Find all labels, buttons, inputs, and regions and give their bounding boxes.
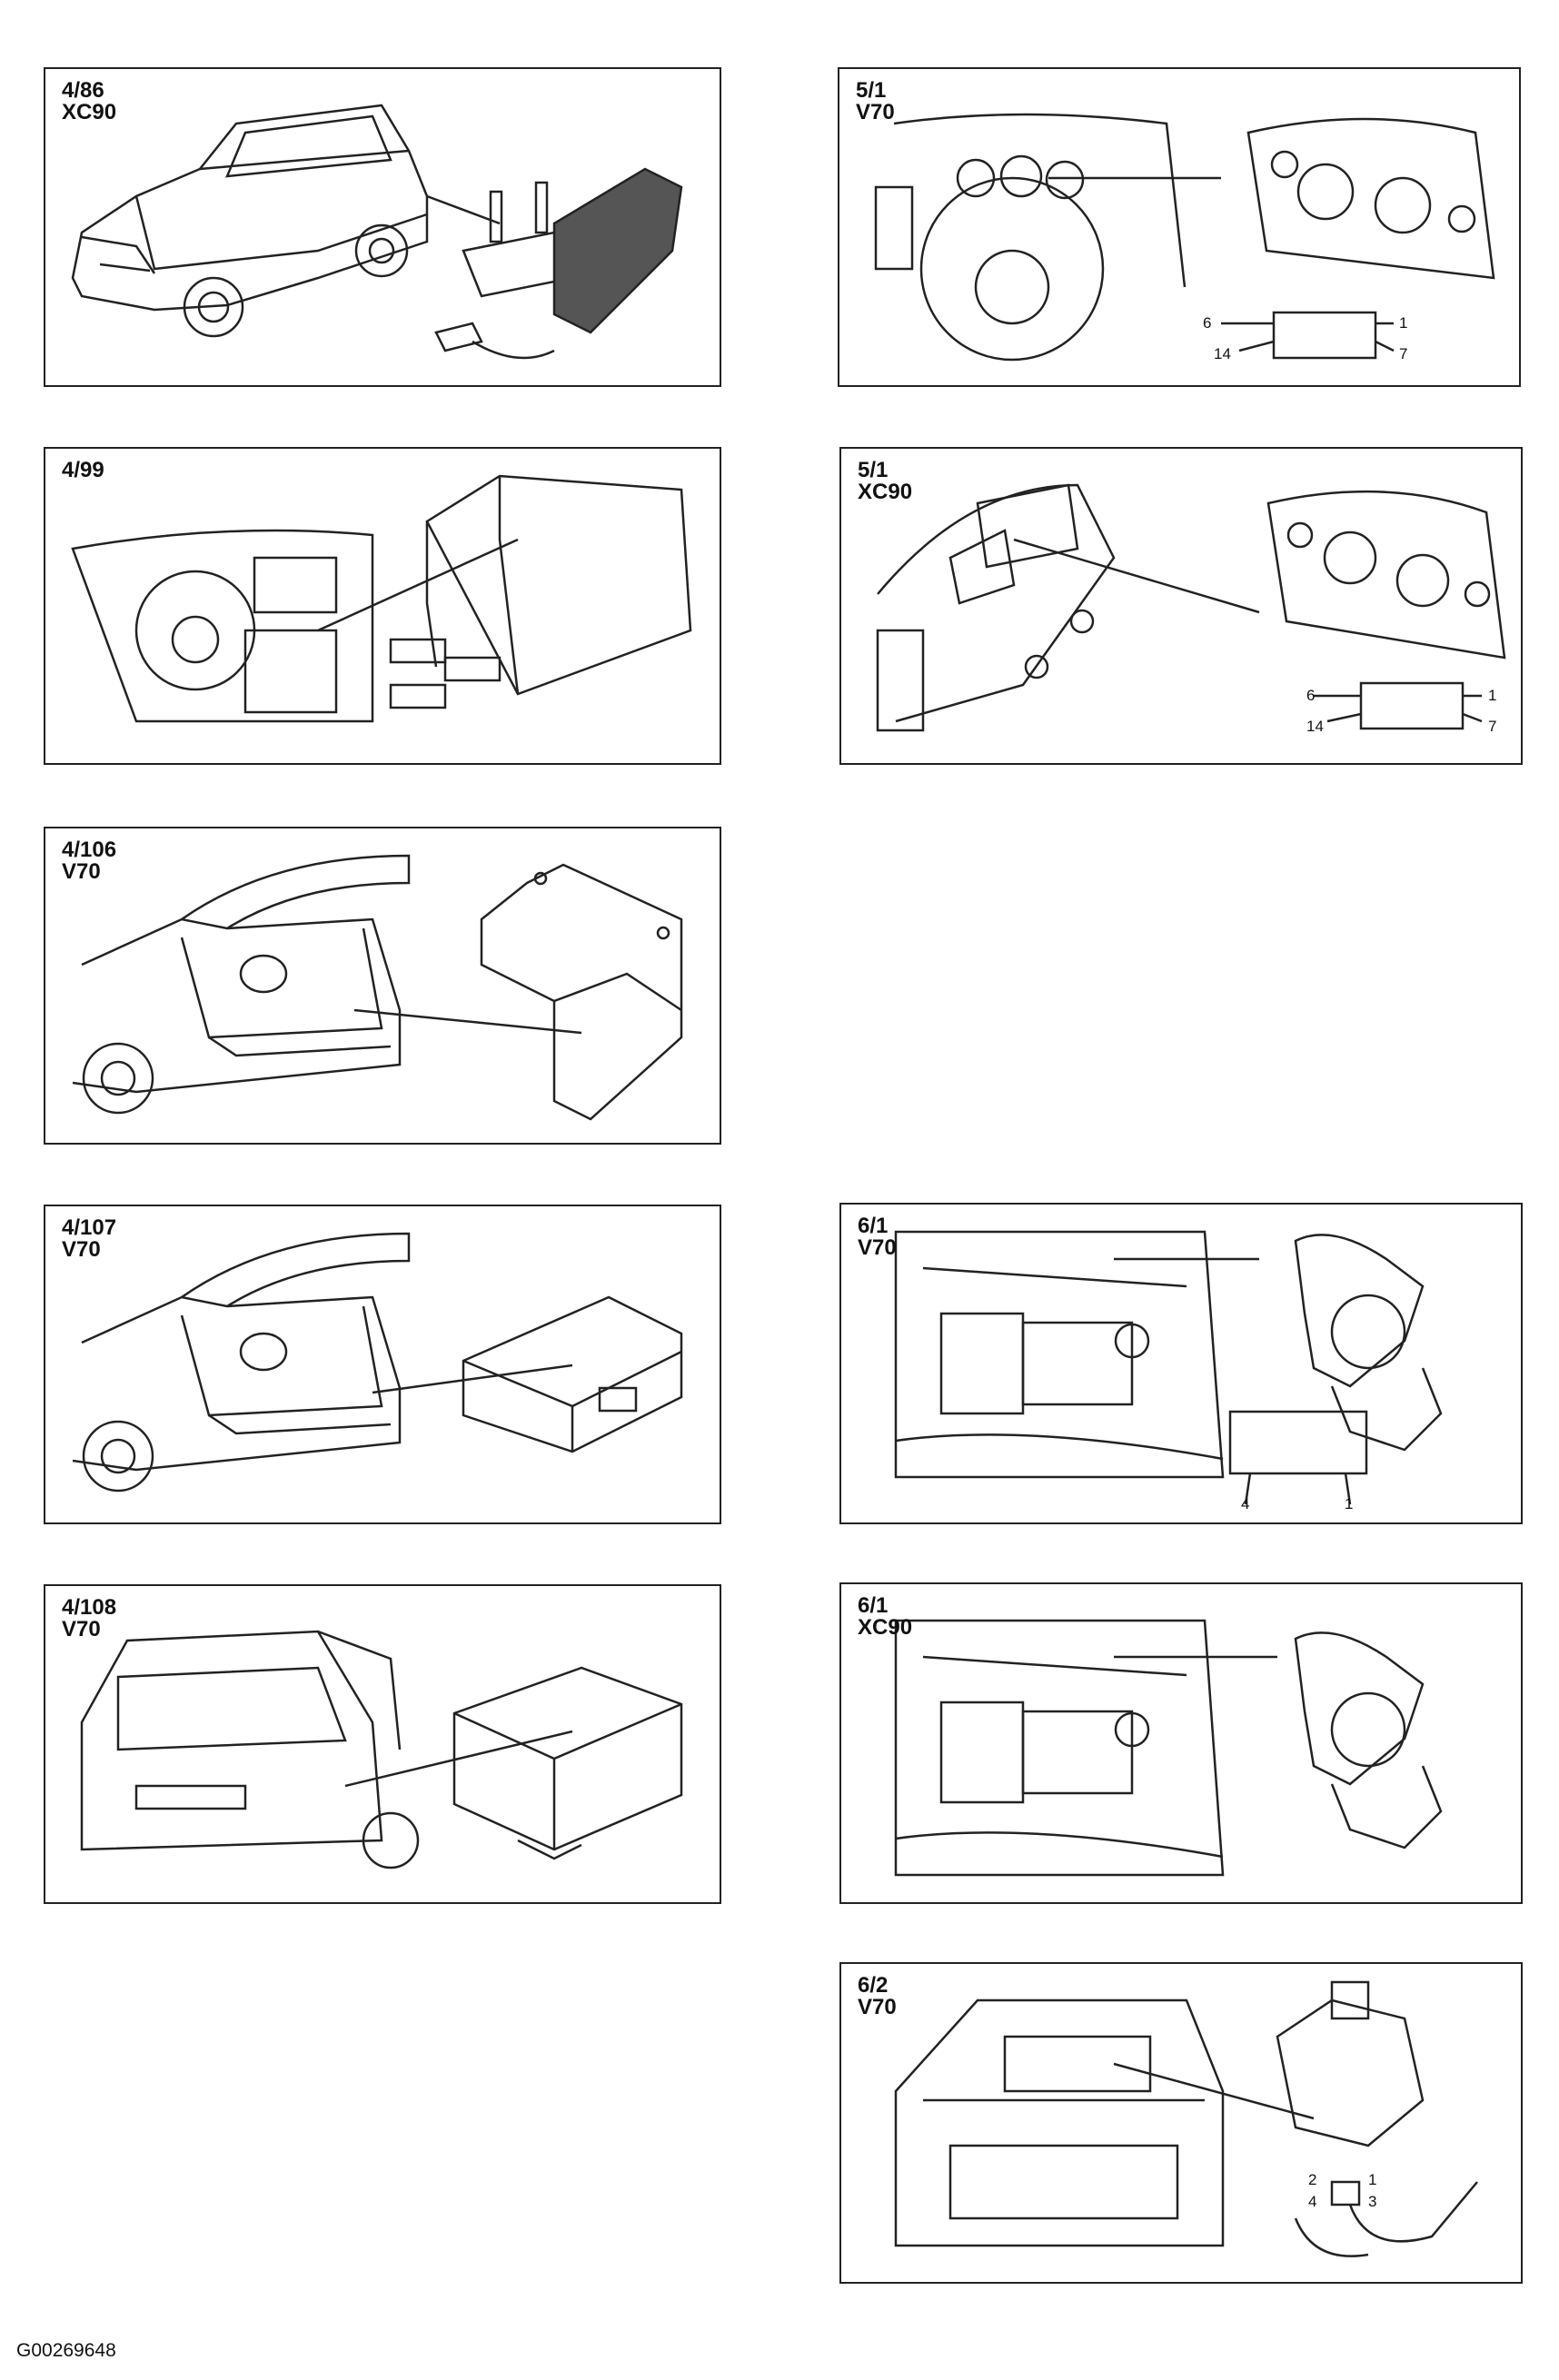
- connector-14pin: [1272, 311, 1377, 360]
- panel-4-86: 4/86 XC90: [44, 67, 721, 387]
- location-code: 6/1: [858, 1214, 889, 1238]
- panel-6-2: 6/2 V70 2 1 4 3: [839, 1962, 1523, 2284]
- rear-module-illustration: [80, 1630, 683, 1869]
- pin-label: 3: [1368, 2193, 1377, 2210]
- control-module: [452, 1666, 683, 1851]
- panel-label: 6/1 V70: [858, 1215, 897, 1259]
- steering-cluster-illustration: [874, 113, 1495, 362]
- dashboard: [71, 529, 374, 723]
- location-code: 6/2: [858, 1973, 889, 1998]
- panel-label: 5/1 V70: [856, 80, 895, 124]
- relay-box: [425, 474, 692, 696]
- cargo-module-illustration: [72, 1232, 683, 1492]
- pin-label: 7: [1488, 718, 1497, 735]
- location-code: 4/107: [62, 1215, 117, 1240]
- location-code: 6/1: [858, 1593, 889, 1618]
- mounting-bracket: [480, 863, 683, 1121]
- engine-wiper-motor-illustration: [894, 1230, 1443, 1505]
- model-name: XC90: [858, 480, 913, 504]
- front-wheel: [183, 276, 244, 338]
- model-name: XC90: [858, 1615, 913, 1640]
- panel-label: 4/108 V70: [62, 1597, 116, 1641]
- suv-relay-illustration: [71, 104, 683, 360]
- wagon-rear: [80, 1630, 383, 1851]
- pin-label: 1: [1345, 1495, 1354, 1512]
- pin-label: 2: [1308, 2171, 1317, 2188]
- pin-label: 1: [1488, 687, 1497, 704]
- model-name: V70: [62, 1237, 101, 1262]
- pin-label: 4: [1308, 2193, 1317, 2210]
- connector-14pin: [1359, 681, 1465, 730]
- panel-5-1-v70: 5/1 V70 6 1 14 7: [838, 67, 1521, 387]
- location-code: 5/1: [858, 458, 889, 482]
- location-code: 4/106: [62, 838, 117, 862]
- rear-wheel: [82, 1042, 154, 1115]
- panel-5-1-xc90: 5/1 XC90 6 1 14 7: [839, 447, 1523, 765]
- panel-4-99: 4/99: [44, 447, 721, 765]
- panel-4-108: 4/108 V70: [44, 1584, 721, 1904]
- pin-label: 1: [1399, 314, 1408, 332]
- figure-code: G00269648: [16, 2340, 116, 2361]
- pin-label: 6: [1306, 687, 1316, 704]
- model-name: XC90: [62, 100, 117, 124]
- pin-label: 6: [1203, 314, 1212, 332]
- rear-wheel: [82, 1420, 154, 1492]
- location-code: 4/86: [62, 78, 104, 103]
- suv-body: [71, 104, 429, 312]
- engine-bay: [894, 1619, 1225, 1877]
- open-tailgate: [181, 854, 411, 930]
- instrument-cluster: [1266, 490, 1506, 659]
- model-name: V70: [62, 1617, 101, 1641]
- cargo-bracket-illustration: [72, 854, 683, 1121]
- washer-reservoir: [1276, 1998, 1425, 2147]
- connector-4pin: [1228, 1410, 1368, 1475]
- panel-4-106: 4/106 V70: [44, 827, 721, 1145]
- panel-label: 5/1 XC90: [858, 460, 912, 503]
- location-code: 4/99: [62, 458, 104, 482]
- pin-label: 1: [1368, 2171, 1377, 2188]
- panel-label: 6/1 XC90: [858, 1595, 912, 1639]
- car-front: [894, 1998, 1225, 2247]
- location-code: 5/1: [856, 78, 887, 103]
- pin-label: 14: [1214, 345, 1231, 362]
- instrument-cluster: [1246, 117, 1495, 280]
- panel-6-1-v70: 6/1 V70 4 1: [839, 1203, 1523, 1524]
- panel-label: 4/106 V70: [62, 839, 116, 883]
- location-code: 4/108: [62, 1595, 117, 1620]
- dash-cluster-illustration: [876, 483, 1506, 732]
- model-name: V70: [62, 859, 101, 884]
- panel-label: 4/86 XC90: [62, 80, 116, 124]
- panel-6-1-xc90: 6/1 XC90: [839, 1582, 1523, 1904]
- control-module: [462, 1295, 683, 1453]
- panel-label: 4/99: [62, 460, 104, 481]
- rear-wheel: [362, 1811, 420, 1869]
- relay-mesh: [552, 167, 683, 334]
- steering-wheel: [134, 570, 256, 691]
- engine-bay: [894, 1230, 1225, 1479]
- panel-label: 4/107 V70: [62, 1217, 116, 1261]
- rear-wheel: [354, 223, 409, 278]
- panel-label: 6/2 V70: [858, 1975, 897, 2018]
- washer-pump-illustration: [894, 1980, 1478, 2257]
- pump-connector: [1330, 2180, 1361, 2206]
- steering-wheel: [919, 176, 1105, 362]
- open-tailgate: [181, 1232, 411, 1308]
- model-name: V70: [856, 100, 895, 124]
- wiper-motor: [1294, 1234, 1425, 1388]
- pin-label: 7: [1399, 345, 1408, 362]
- panel-4-107: 4/107 V70: [44, 1205, 721, 1524]
- model-name: V70: [858, 1995, 897, 2019]
- pin-label: 4: [1241, 1495, 1250, 1512]
- dashboard-relay-illustration: [71, 474, 692, 723]
- engine-wiper-motor-illustration: [894, 1619, 1443, 1877]
- wiper-motor: [1294, 1631, 1425, 1786]
- model-name: V70: [858, 1235, 897, 1260]
- pin-label: 14: [1306, 718, 1324, 735]
